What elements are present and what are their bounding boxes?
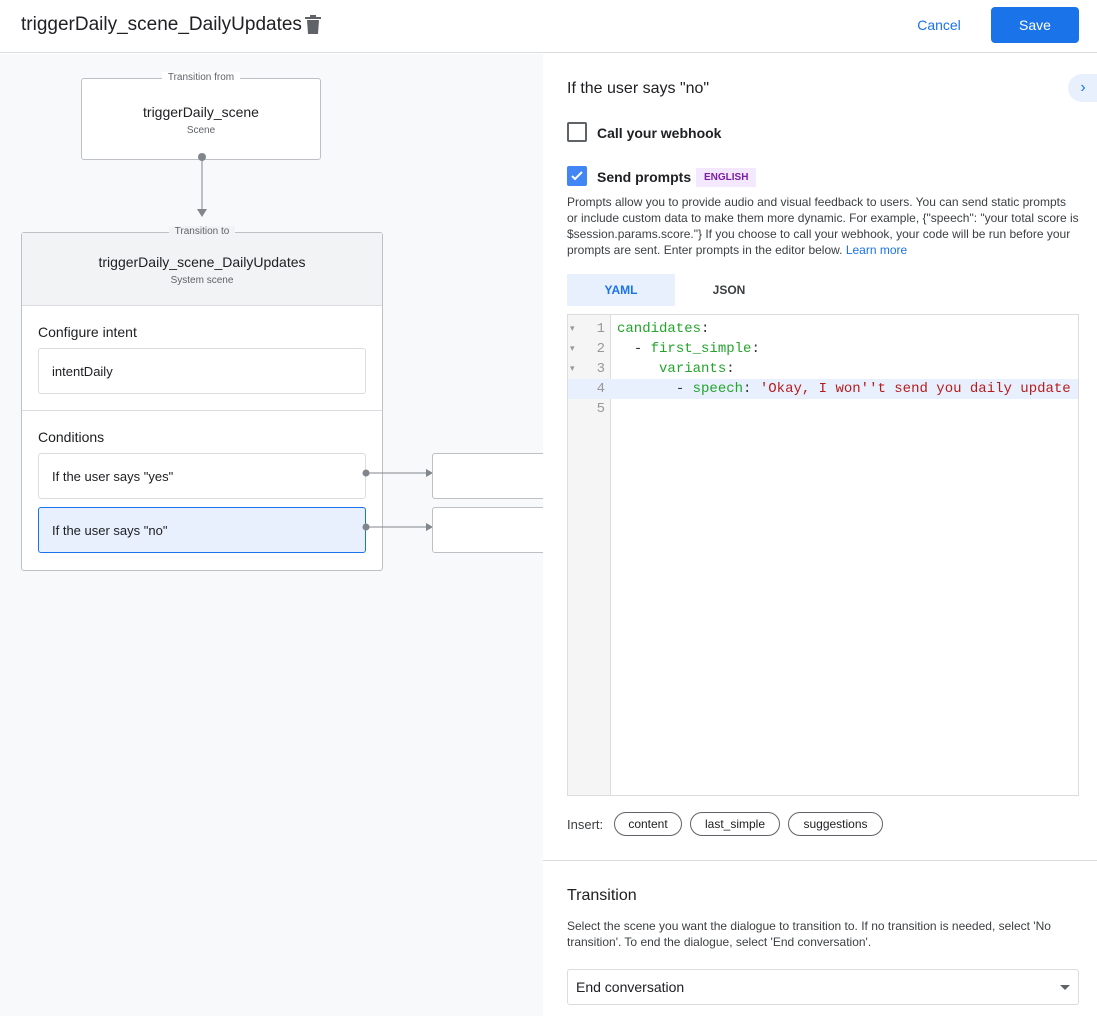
tab-yaml[interactable]: YAML [567, 274, 675, 306]
code-colon: : [751, 341, 760, 357]
conditions-label: Conditions [38, 429, 105, 445]
tab-json[interactable]: JSON [712, 283, 746, 297]
webhook-checkbox[interactable] [567, 122, 587, 142]
fold-arrow-icon: ▾ [570, 324, 575, 334]
condition-yes[interactable]: If the user says "yes" [38, 453, 366, 499]
line-number: 3 [596, 361, 605, 377]
transition-description: Select the scene you want the dialogue t… [567, 919, 1051, 949]
code-indent [617, 381, 676, 397]
condition-no[interactable]: If the user says "no" [38, 507, 366, 553]
transition-title: Transition [567, 887, 637, 904]
code-line: ▾ 3 variants: [568, 359, 1078, 379]
top-bar: triggerDaily_scene_DailyUpdates Cancel S… [0, 0, 1097, 53]
send-prompts-checkbox[interactable] [567, 166, 587, 186]
details-panel [543, 54, 1097, 1016]
trash-icon[interactable] [305, 15, 321, 34]
code-dash: - [633, 341, 651, 357]
transition-to-node: Transition to triggerDaily_scene_DailyUp… [21, 226, 383, 571]
to-scene-name: triggerDaily_scene_DailyUpdates [98, 254, 306, 270]
code-key: speech [692, 381, 744, 397]
from-scene-name: triggerDaily_scene [143, 104, 259, 120]
code-str: 'Okay, I won''t send you daily update [759, 381, 1071, 397]
code-line: 5 [568, 399, 1078, 419]
insert-label: Insert: [567, 817, 604, 832]
dropdown-arrow-icon [1060, 985, 1070, 990]
save-button[interactable]: Save [991, 7, 1079, 43]
send-prompts-label: Send prompts [597, 169, 692, 185]
insert-content-chip[interactable]: content [614, 812, 682, 836]
page-title: triggerDaily_scene_DailyUpdates [21, 14, 302, 35]
line-number: 1 [596, 321, 605, 337]
collapse-panel-chevron-icon[interactable]: › [1068, 74, 1097, 102]
transition-to-caption: Transition to [168, 226, 236, 237]
intent-item[interactable]: intentDaily [38, 348, 366, 394]
code-colon: : [726, 361, 735, 377]
insert-suggestions-chip[interactable]: suggestions [788, 812, 883, 836]
transition-select[interactable]: End conversation [567, 969, 1079, 1005]
fold-arrow-icon: ▾ [570, 344, 575, 354]
code-line: ▾ 1 candidates: [568, 319, 1078, 339]
code-indent [617, 361, 659, 377]
cancel-button[interactable]: Cancel [917, 17, 961, 33]
insert-last-simple-chip[interactable]: last_simple [690, 812, 780, 836]
code-dash: - [675, 381, 693, 397]
fold-arrow-icon: ▾ [570, 364, 575, 374]
target-node-no[interactable] [432, 507, 543, 553]
line-number: 5 [596, 401, 605, 417]
target-node-yes[interactable] [432, 453, 543, 499]
line-number: 4 [596, 381, 605, 397]
from-scene-type: Scene [186, 125, 216, 136]
condition-connectors [362, 469, 433, 531]
line-number: 2 [596, 341, 605, 357]
transition-from-node[interactable]: Transition from triggerDaily_scene Scene [81, 72, 321, 160]
flow-canvas[interactable]: Transition from triggerDaily_scene Scene… [0, 54, 543, 1016]
code-line: ▾ 2 - first_simple: [568, 339, 1078, 359]
panel-heading: If the user says "no" [567, 80, 710, 97]
code-line: 4 - speech: 'Okay, I won''t send you dai… [568, 379, 1078, 399]
prompts-description: Prompts allow you to provide audio and v… [567, 195, 1079, 257]
code-colon: : [743, 381, 760, 397]
code-key: variants [659, 361, 727, 377]
learn-more-link[interactable]: Learn more [845, 243, 908, 257]
to-scene-type: System scene [170, 275, 234, 286]
connector-arrow [197, 153, 207, 217]
code-editor[interactable]: ▾ 1 candidates: ▾ 2 - first_simple: ▾ 3 varian… [567, 314, 1079, 796]
webhook-label: Call your webhook [597, 125, 722, 141]
code-indent [617, 341, 634, 357]
transition-from-caption: Transition from [161, 72, 241, 83]
code-key: first_simple [650, 341, 752, 357]
language-badge: ENGLISH [696, 168, 757, 187]
code-colon: : [701, 321, 710, 337]
configure-intent-label: Configure intent [38, 324, 137, 340]
check-icon [571, 171, 583, 181]
code-key: candidates [617, 321, 702, 337]
